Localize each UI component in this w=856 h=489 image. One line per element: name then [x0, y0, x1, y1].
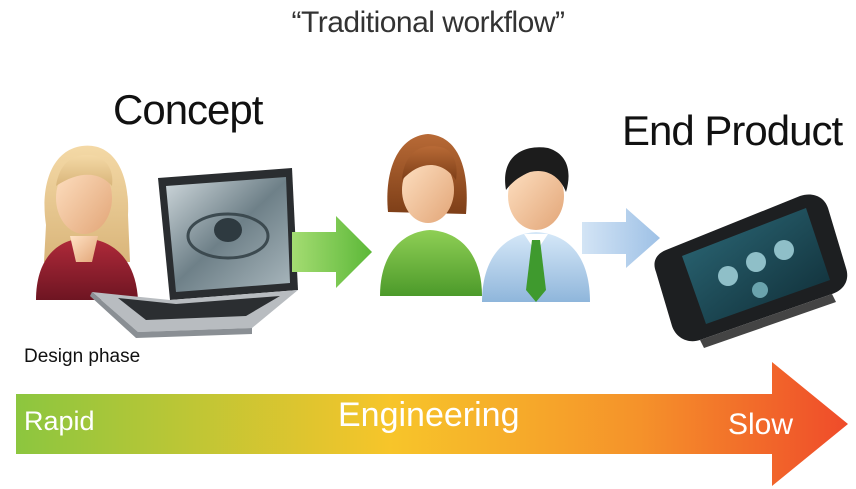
speed-bar-arrow	[16, 362, 848, 486]
man-engineer-icon	[482, 147, 590, 302]
diagram-title: “Traditional workflow”	[291, 6, 565, 39]
engineering-label: Engineering	[338, 396, 520, 434]
woman-engineer-icon	[380, 134, 482, 296]
design-phase-label: Design phase	[24, 346, 141, 367]
green-arrow-icon	[292, 216, 372, 288]
blue-arrow-icon	[582, 208, 660, 268]
rapid-label: Rapid	[24, 406, 95, 436]
slow-label: Slow	[728, 408, 794, 441]
concept-heading: Concept	[113, 86, 263, 133]
smartphone-icon	[654, 194, 848, 348]
woman-designer-icon	[36, 145, 138, 300]
end-product-heading: End Product	[622, 107, 843, 154]
laptop-icon	[90, 168, 298, 338]
